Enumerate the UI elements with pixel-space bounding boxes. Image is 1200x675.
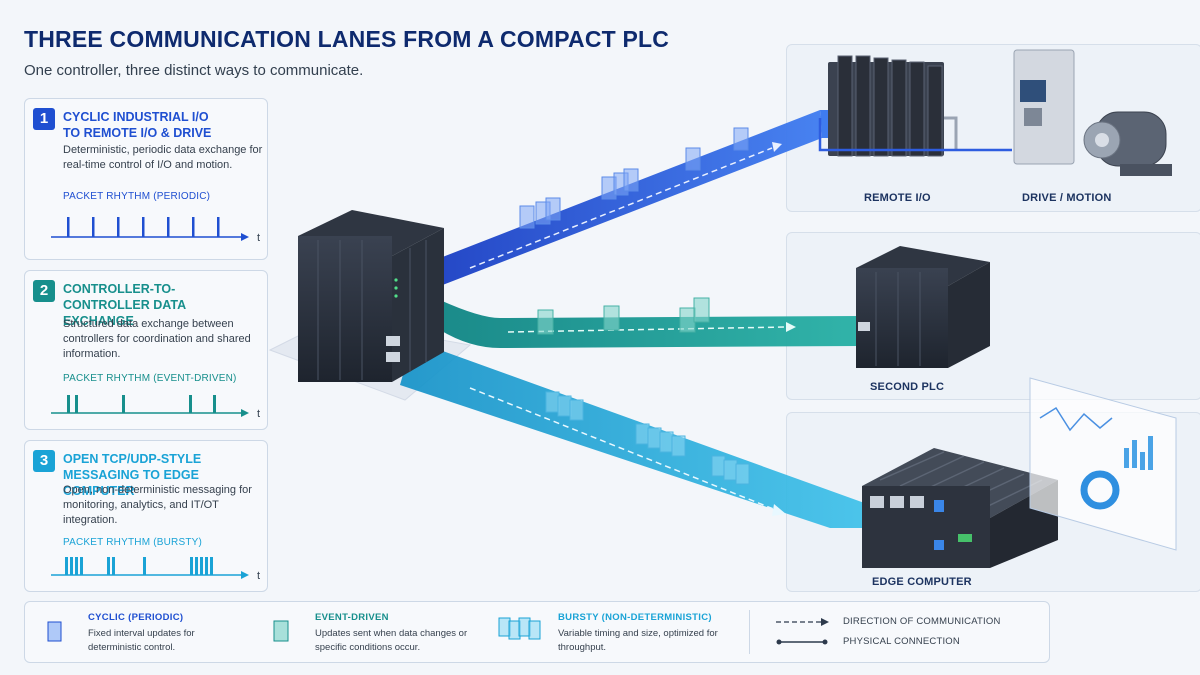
legend-cyclic-title: CYCLIC (PERIODIC) [88, 612, 184, 623]
arrowhead-event [786, 322, 796, 332]
time-axis-label: t [257, 232, 260, 241]
legend-divider [749, 610, 750, 654]
compact-plc [298, 210, 444, 382]
lane-band-cyclic [440, 110, 822, 286]
legend-direction-icon [776, 618, 829, 626]
remote-io-device [828, 55, 958, 157]
lane-title: CYCLIC INDUSTRIAL I/O TO REMOTE I/O & DR… [63, 110, 212, 140]
lane-band-bursty [400, 350, 870, 528]
second-plc-device [856, 246, 990, 368]
lane-title: CONTROLLER-TO-CONTROLLER DATA EXCHANGE [63, 282, 186, 328]
label-second-plc: SECOND PLC [870, 381, 945, 393]
time-axis-label: t [257, 570, 260, 582]
legend-bursty-title: BURSTY (NON-DETERMINISTIC) [558, 612, 712, 623]
drive-device [1013, 49, 1075, 165]
direction-arrow-bursty [469, 387, 777, 511]
lane-description: Structured data exchange between control… [63, 318, 251, 360]
panel-second-plc [786, 232, 1200, 400]
rhythm-label: PACKET RHYTHM (PERIODIC) [63, 191, 211, 202]
analytics-dashboard [1029, 377, 1177, 551]
legend-event-desc: Updates sent when data changes or specif… [315, 628, 468, 653]
legend-cyclic-desc: Fixed interval updates for deterministic… [88, 628, 195, 653]
lane-number-badge: 3 [33, 450, 55, 472]
page-title: THREE COMMUNICATION LANES FROM A COMPACT… [24, 26, 670, 52]
lane-card-bursty: 3 OPEN TCP/UDP-STYLE MESSAGING TO EDGE C… [24, 440, 268, 592]
communication-diagram [268, 49, 1177, 568]
legend-cyclic-icon [47, 621, 62, 642]
legend-event-icon [273, 620, 289, 642]
rhythm-chart-bursty: t [51, 557, 260, 582]
rhythm-chart-periodic: t [51, 217, 260, 241]
lane-card-cyclic: 1 CYCLIC INDUSTRIAL I/O TO REMOTE I/O & … [24, 98, 268, 260]
physical-link-remote [818, 118, 1012, 152]
legend-physical-label: PHYSICAL CONNECTION [843, 636, 960, 647]
legend: CYCLIC (PERIODIC) Fixed interval updates… [24, 601, 1050, 663]
packets-event [537, 297, 710, 335]
legend-bursty-icon [498, 617, 541, 640]
label-edge-computer: EDGE COMPUTER [872, 576, 972, 588]
legend-event-title: EVENT-DRIVEN [315, 612, 389, 623]
packets-bursty [545, 391, 750, 485]
edge-computer-device [862, 448, 1058, 568]
arrowhead-cyclic [772, 142, 782, 152]
rhythm-label: PACKET RHYTHM (BURSTY) [63, 537, 203, 548]
lane-number-badge: 2 [33, 280, 55, 302]
rhythm-label: PACKET RHYTHM (EVENT-DRIVEN) [63, 373, 237, 384]
time-axis-label: t [257, 408, 260, 419]
packets-cyclic [519, 127, 749, 229]
lane-title: OPEN TCP/UDP-STYLE MESSAGING TO EDGE COM… [63, 452, 202, 498]
page-subtitle: One controller, three distinct ways to c… [24, 62, 364, 79]
direction-arrow-cyclic [469, 147, 773, 269]
motor-device [1083, 111, 1172, 176]
lane-description: Open, non-deterministic messaging for mo… [63, 484, 252, 526]
direction-arrow-event [507, 326, 787, 333]
lane-number-badge: 1 [33, 108, 55, 130]
legend-bursty-desc: Variable timing and size, optimized for … [558, 628, 718, 653]
lane-band-event [440, 300, 860, 348]
lane-description: Deterministic, periodic data exchange fo… [63, 144, 263, 171]
label-drive-motion: DRIVE / MOTION [1022, 192, 1112, 204]
legend-direction-label: DIRECTION OF COMMUNICATION [843, 616, 1001, 627]
arrowhead-bursty [772, 504, 786, 516]
lane-card-event: 2 CONTROLLER-TO-CONTROLLER DATA EXCHANGE… [24, 270, 268, 430]
rhythm-chart-event: t [51, 395, 260, 419]
label-remote-io: REMOTE I/O [864, 192, 931, 204]
legend-physical-icon [776, 639, 828, 645]
